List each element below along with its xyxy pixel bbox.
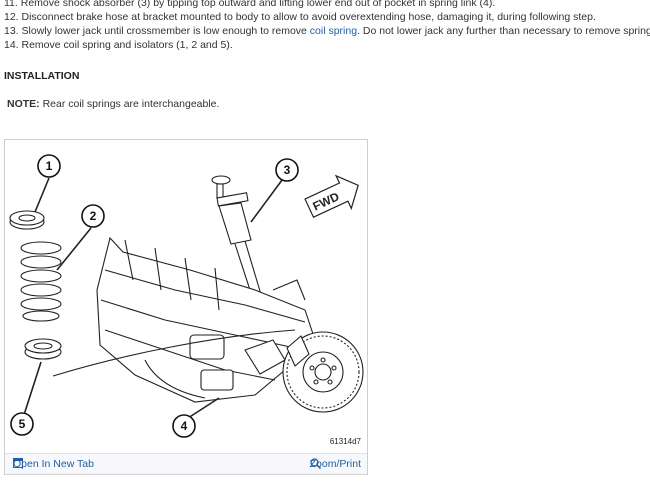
figure-id-label: 61314d7 [329, 437, 361, 446]
step-13-text-before: 13. Slowly lower jack until crossmember … [4, 25, 310, 37]
figure-toolbar: Open In New Tab Zoom/Print [5, 453, 367, 474]
callout-4: 4 [172, 414, 196, 438]
suspension-illustration: FWD 1 2 3 4 5 [9, 154, 364, 438]
open-in-new-tab-button[interactable]: Open In New Tab [13, 458, 94, 470]
callout-5: 5 [10, 412, 34, 436]
upper-isolator [9, 210, 45, 230]
note: NOTE: Rear coil springs are interchangea… [7, 98, 219, 110]
brake-hose [52, 329, 296, 377]
figure-panel: FWD 1 2 3 4 5 61314d [4, 139, 368, 475]
new-tab-icon [13, 458, 23, 468]
svg-text:5: 5 [19, 417, 26, 431]
callout-3: 3 [275, 158, 299, 182]
procedure-steps: 11. Remove shock absorber (3) by tipping… [4, 0, 650, 52]
open-in-new-tab-label: Open In New Tab [13, 458, 94, 470]
callout-2: 2 [81, 204, 105, 228]
svg-text:1: 1 [46, 159, 53, 173]
svg-text:3: 3 [284, 163, 291, 177]
crossmember [96, 236, 316, 403]
callout-1: 1 [37, 154, 61, 178]
coil-spring-link[interactable]: coil spring [309, 25, 358, 37]
step-14: 14. Remove coil spring and isolators (1,… [4, 39, 233, 51]
note-label: NOTE: [7, 98, 40, 110]
section-heading: INSTALLATION [4, 70, 80, 82]
note-text: Rear coil springs are interchangeable. [39, 98, 220, 110]
brake-rotor [282, 331, 364, 413]
step-12: 12. Disconnect brake hose at bracket mou… [4, 11, 596, 23]
lower-isolator [24, 338, 62, 360]
svg-text:4: 4 [181, 419, 188, 433]
step-13-text-after: . Do not lower jack any further than nec… [357, 25, 650, 37]
fwd-arrow: FWD [304, 174, 359, 219]
step-13: 13. Slowly lower jack until crossmember … [4, 24, 650, 38]
svg-text:2: 2 [90, 209, 97, 223]
coil-spring [20, 241, 62, 322]
zoom-print-label: Zoom/Print [309, 458, 361, 470]
step-11: 11. Remove shock absorber (3) by tipping… [4, 0, 496, 9]
zoom-print-button[interactable]: Zoom/Print [310, 458, 361, 470]
magnifier-icon [309, 458, 321, 469]
